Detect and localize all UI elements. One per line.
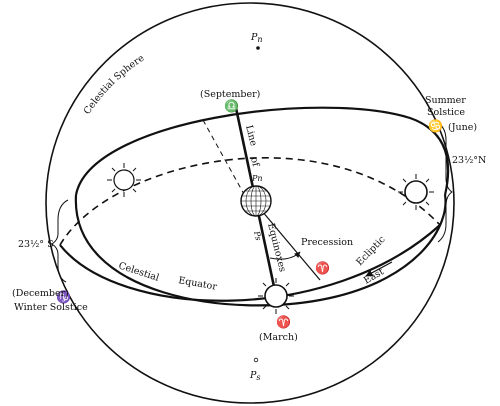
- june-label: (June): [448, 122, 477, 133]
- celestial-equator-front: [59, 224, 441, 302]
- north-angle-bracket: [432, 119, 453, 243]
- sun-march-icon: [258, 278, 294, 314]
- precession-label: Precession: [301, 237, 353, 248]
- precession-line: [261, 210, 321, 281]
- sun-left-icon: [107, 163, 141, 197]
- north-pole-dot: [256, 46, 260, 50]
- south-pole-label: Ps: [249, 370, 261, 382]
- aries-precession-symbol: ♈: [315, 261, 330, 275]
- summer-solstice-label-2: Solstice: [427, 107, 465, 118]
- libra-symbol: ♎: [224, 99, 239, 113]
- celestial-sphere-outline: [45, 2, 455, 404]
- celestial-equator-label-1: Celestial: [117, 260, 160, 283]
- north-angle-label: 23½°N: [452, 155, 486, 166]
- summer-solstice-label-1: Summer: [425, 95, 466, 106]
- dashed-solstice-line: [202, 119, 246, 197]
- cancer-symbol: ♋: [428, 119, 443, 133]
- capricorn-symbol: ♑: [56, 290, 71, 304]
- east-arrow: [365, 261, 393, 277]
- december-label: (December): [12, 288, 69, 299]
- line-of-equinoxes-label-2: of: [248, 156, 261, 169]
- sun-right-icon: [398, 174, 434, 210]
- winter-solstice-label: Winter Solstice: [14, 302, 88, 313]
- line-of-equinoxes-label-1: Line: [243, 124, 259, 147]
- aries-march-symbol: ♈: [276, 315, 291, 329]
- earth-north-pole-label: Pn: [251, 174, 263, 183]
- celestial-equator-back: [59, 157, 441, 246]
- precession-arc: [269, 251, 301, 260]
- march-label: (March): [259, 332, 298, 343]
- south-angle-label: 23½° S: [18, 239, 54, 250]
- south-pole-dot: [253, 357, 259, 363]
- earth-south-pole-label: Ps: [252, 229, 263, 241]
- celestial-equator-label-2: Equator: [177, 275, 218, 293]
- earth-globe: [240, 185, 272, 217]
- south-angle-bracket: [51, 199, 69, 283]
- north-pole-label: Pn: [250, 32, 263, 44]
- celestial-sphere-label: Celestial Sphere: [82, 53, 147, 117]
- ecliptic-front: [74, 194, 447, 307]
- september-label: (September): [200, 89, 260, 100]
